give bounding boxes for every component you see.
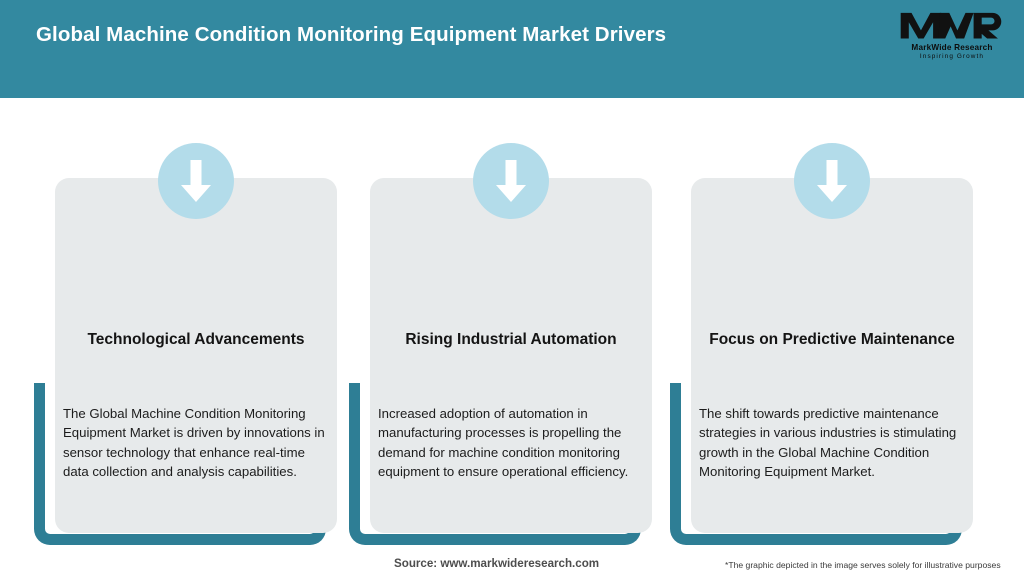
card-body-text: The Global Machine Condition Monitoring … — [63, 406, 325, 479]
source-label: Source: www.markwideresearch.com — [394, 557, 600, 570]
down-arrow-icon — [473, 143, 549, 219]
page-title: Global Machine Condition Monitoring Equi… — [36, 23, 667, 46]
down-arrow-icon — [794, 143, 870, 219]
card-body-text: Increased adoption of automation in manu… — [378, 406, 629, 479]
down-arrow-glyph — [817, 160, 847, 202]
card-title: Rising Industrial Automation — [405, 331, 617, 348]
card-surface: Rising Industrial Automation Increased a… — [370, 178, 652, 533]
logo-tagline: Inspiring Growth — [919, 53, 985, 60]
card-surface: Focus on Predictive Maintenance The shif… — [691, 178, 973, 533]
mwr-logo-icon — [900, 12, 1002, 39]
card-body-text: The shift towards predictive maintenance… — [699, 406, 957, 479]
logo-company-name: MarkWide Research — [911, 43, 993, 52]
card-title: Focus on Predictive Maintenance — [709, 331, 955, 348]
driver-cards-row: Technological Advancements The Global Ma… — [0, 98, 1024, 548]
disclaimer-note: *The graphic depicted in the image serve… — [725, 560, 1001, 570]
header-band: Global Machine Condition Monitoring Equi… — [0, 0, 1024, 98]
down-arrow-glyph — [496, 160, 526, 202]
driver-card-3: Focus on Predictive Maintenance The shif… — [670, 98, 973, 548]
brand-logo: MarkWide Research Inspiring Growth — [898, 8, 1006, 66]
card-surface: Technological Advancements The Global Ma… — [55, 178, 337, 533]
down-arrow-icon — [158, 143, 234, 219]
card-title: Technological Advancements — [87, 331, 305, 348]
down-arrow-glyph — [181, 160, 211, 202]
driver-card-2: Rising Industrial Automation Increased a… — [349, 98, 652, 548]
driver-card-1: Technological Advancements The Global Ma… — [34, 98, 337, 548]
